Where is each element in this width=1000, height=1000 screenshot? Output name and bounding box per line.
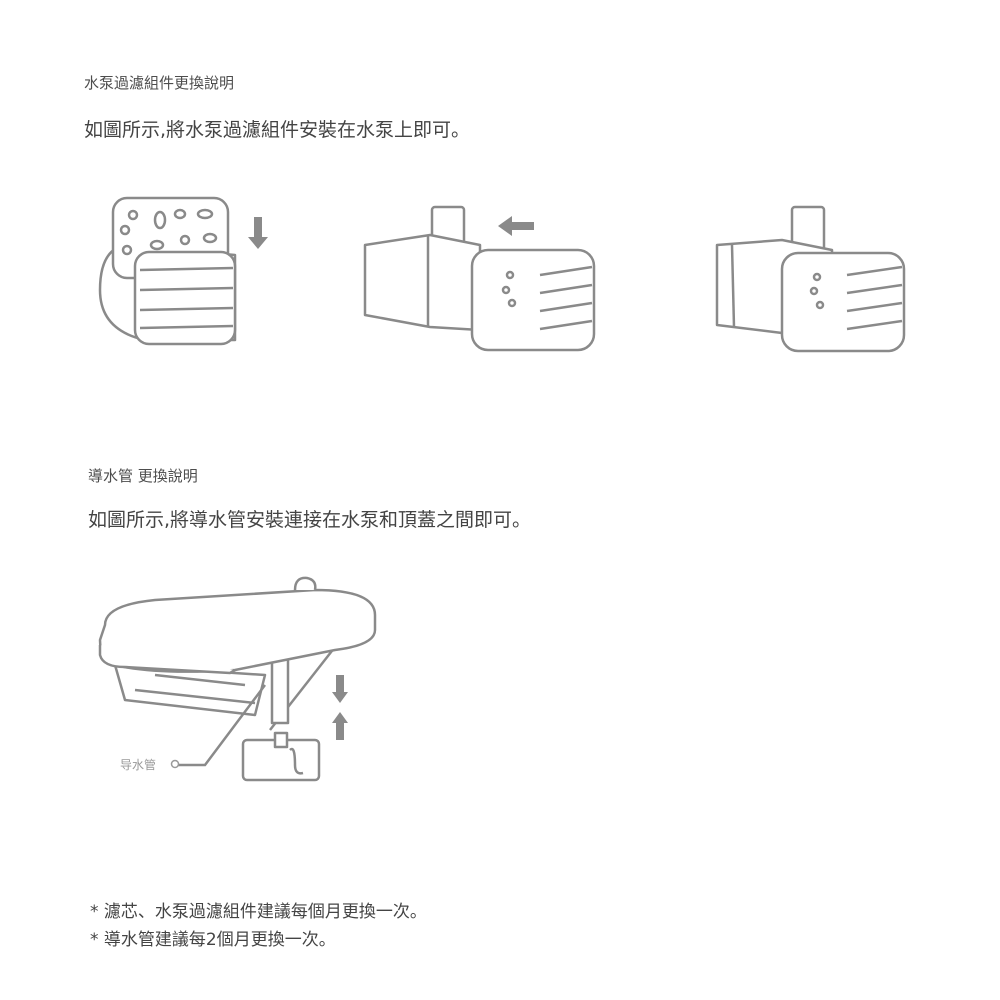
section1-title: 水泵過濾組件更換說明 xyxy=(84,74,235,92)
note-tube-replacement: * 導水管建議每2個月更換一次。 xyxy=(90,930,336,950)
filter-component-illustration xyxy=(98,196,237,346)
pump-and-filter-illustration xyxy=(363,205,596,352)
section2-title: 導水管 更換說明 xyxy=(88,467,198,485)
assembled-pump-illustration xyxy=(715,205,906,353)
section1-instruction: 如圖所示,將水泵過濾組件安裝在水泵上即可。 xyxy=(84,119,471,141)
water-tube-callout-label: 导水管 xyxy=(120,758,157,772)
up-arrow-icon xyxy=(332,712,348,740)
left-arrow-icon xyxy=(498,216,534,236)
callout-dot-icon xyxy=(170,759,180,769)
down-arrow-icon xyxy=(332,675,348,703)
down-arrow-icon xyxy=(248,217,268,249)
water-tube-illustration xyxy=(98,576,377,782)
section2-instruction: 如圖所示,將導水管安裝連接在水泵和頂蓋之間即可。 xyxy=(88,509,532,531)
note-filter-replacement: * 濾芯、水泵過濾組件建議每個月更換一次。 xyxy=(90,902,427,922)
